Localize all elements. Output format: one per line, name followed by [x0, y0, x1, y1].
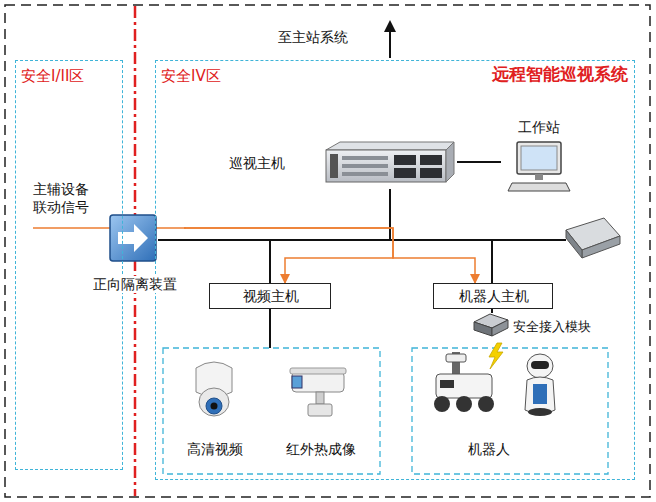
humanoid-robot-icon: [527, 354, 553, 378]
node-label: 安全接入模块: [513, 319, 591, 335]
thermal-camera-icon: [316, 392, 324, 404]
outer-border: [5, 5, 650, 497]
zone-region: 安全I/II区: [15, 60, 123, 470]
humanoid-robot-icon: [525, 354, 555, 416]
access-module: 安全接入模块: [469, 313, 599, 343]
server-icon: [394, 168, 416, 178]
thermal-camera-icon: [292, 376, 302, 388]
node-label: 正向隔离装置: [91, 276, 179, 293]
camera-device: 红外热成像: [269, 356, 374, 471]
access-module-icon: [474, 322, 492, 336]
thermal-camera-icon: [308, 404, 332, 416]
workstation: 工作站: [501, 117, 575, 195]
wheeled-robot-icon: [436, 374, 492, 398]
camera-device: 高清视频: [173, 356, 263, 471]
network-line: [457, 161, 501, 163]
server-icon: [420, 155, 442, 165]
dome-camera-icon: [196, 362, 232, 416]
switch-icon: [566, 230, 582, 258]
workstation-icon: [521, 146, 557, 170]
workstation-icon: [508, 183, 570, 191]
switch-icon: [566, 218, 620, 258]
node-label: 红外热成像: [286, 441, 356, 458]
wheeled-robot-icon: [478, 396, 494, 412]
signal-arrow: [184, 228, 475, 283]
server-icon: [326, 142, 454, 182]
network-line: [491, 309, 493, 313]
server-icon: [326, 150, 446, 182]
host-server: 巡视主机: [225, 141, 457, 189]
isolation-icon: [110, 215, 156, 261]
uplink-arrow: [384, 20, 396, 58]
server-icon: [330, 154, 338, 178]
thermal-camera-icon: [292, 372, 344, 392]
access-module-icon: [474, 314, 508, 336]
workstation-icon: [508, 142, 570, 191]
signal-wire: [33, 227, 110, 229]
wheeled-robot-icon: [440, 380, 454, 388]
server-icon: [326, 142, 454, 150]
access-module-icon: [492, 320, 508, 336]
workstation-icon: [535, 174, 543, 180]
isolation-device: 正向隔离装置: [86, 210, 184, 300]
bus-wire: [269, 308, 271, 348]
isolation-icon: [110, 215, 156, 261]
node-label: 巡视主机: [229, 155, 285, 172]
humanoid-robot-icon: [531, 361, 549, 369]
workstation-icon: [517, 142, 561, 174]
server-icon: [420, 168, 442, 178]
node-label: 工作站: [518, 119, 560, 136]
switch-icon: [582, 236, 620, 258]
dome-camera-icon: [206, 398, 222, 414]
wheeled-robot-icon: [446, 354, 466, 362]
thermal-camera-icon: [290, 368, 346, 374]
humanoid-robot-icon: [528, 408, 552, 416]
node-label: 安全I/II区: [21, 67, 84, 85]
zone-region: 安全IV区巡视主机 工作站视频主机 机器人主机安全接入模块高清视频 红外热成像 机器人: [155, 60, 635, 480]
network-line: [390, 189, 492, 283]
bus-wire: [158, 240, 566, 348]
text-label: 至主站系统: [278, 28, 348, 46]
uplink-arrow: [384, 20, 396, 32]
device-group: [412, 348, 608, 474]
dome-camera-icon: [199, 388, 229, 416]
process-box: 视频主机: [209, 283, 331, 309]
bus-wire: [158, 239, 186, 241]
node-label: 机器人: [468, 441, 510, 458]
node-label: 高清视频: [187, 441, 243, 458]
text-label: 主辅设备联动信号: [33, 180, 93, 216]
outer-border: [5, 5, 650, 497]
network-line: [184, 189, 390, 240]
humanoid-robot-icon: [533, 384, 547, 404]
bus-wire: [492, 239, 566, 241]
signal-wire: [156, 227, 186, 229]
node-label: 安全IV区: [161, 67, 221, 85]
dome-camera-icon: [211, 403, 218, 410]
server-icon: [342, 164, 388, 168]
uplink-arrow: [389, 30, 391, 58]
node-label: 机器人主机: [459, 288, 529, 305]
diagram-title: 远程智能巡视系统: [492, 64, 628, 84]
wireless-bolt: [489, 343, 503, 369]
device-group: [163, 348, 380, 474]
network-line: [270, 189, 390, 283]
thermal-camera-icon: [290, 368, 346, 416]
server-icon: [342, 156, 388, 160]
wheeled-robot-icon: [434, 396, 450, 412]
wireless-bolt: [489, 343, 503, 369]
signal-arrow: [184, 228, 393, 283]
process-box: 机器人主机: [433, 283, 553, 309]
node-label: 视频主机: [243, 288, 299, 305]
server-icon: [394, 155, 416, 165]
server-icon: [342, 172, 388, 176]
device-group: [163, 348, 608, 474]
wheeled-robot-icon: [456, 396, 472, 412]
wheeled-robot-icon: [434, 352, 494, 412]
server-icon: [446, 142, 454, 182]
robot-device: 机器人: [421, 353, 601, 471]
